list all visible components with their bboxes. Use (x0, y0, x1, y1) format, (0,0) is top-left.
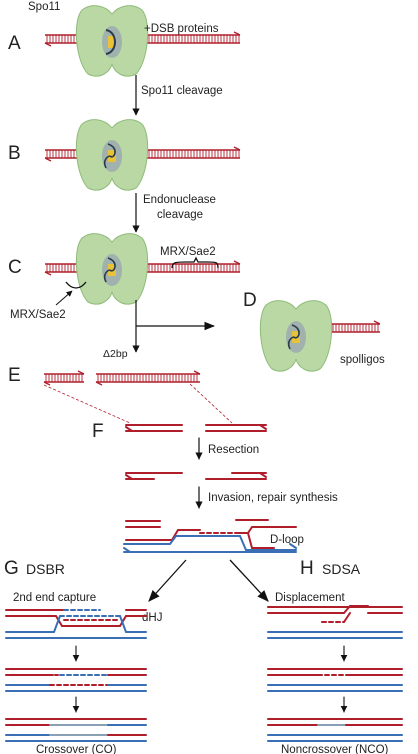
panel-letter-e: E (8, 365, 21, 386)
panel-letter-a: A (8, 33, 21, 54)
dsbr-title: DSBR (26, 561, 65, 577)
sdsa-title: SDSA (322, 561, 361, 577)
noncrossover-label: Noncrossover (NCO) (281, 744, 389, 754)
panel-d: spolligos (259, 300, 385, 372)
dhj-label: dHJ (142, 612, 162, 624)
displacement-label: Displacement (275, 592, 345, 604)
arrow-to-dsbr (148, 559, 187, 602)
mrx-left-bracket (65, 281, 87, 289)
spo11-oligo-complex-d (259, 300, 333, 372)
panel-f (123, 424, 297, 553)
spo11-cleavage-label: Spo11 cleavage (141, 85, 223, 97)
resection-label: Resection (208, 444, 259, 456)
zoom-line-left (43, 384, 131, 424)
dna-ladder (95, 370, 201, 386)
spolligos-label: spolligos (340, 354, 385, 366)
spo11-label: Spo11 (28, 1, 60, 13)
panel-letter-h: H (300, 558, 314, 579)
mrx-sae2-top-label: MRX/Sae2 (160, 246, 216, 258)
panel-g-diagrams (5, 609, 147, 742)
endonuclease-label-1: Endonuclease (143, 194, 216, 206)
mrx-sae2-left-label: MRX/Sae2 (10, 309, 66, 321)
panel-letter-c: C (8, 257, 22, 278)
panel-e: Δ2bp (43, 348, 233, 424)
dna-ladder (43, 370, 85, 386)
panel-letter-f: F (92, 421, 104, 442)
mrx-left-pointer (55, 290, 73, 306)
panel-letter-b: B (8, 143, 21, 164)
delta-2bp-label: Δ2bp (103, 348, 128, 360)
mrx-top-bracket (171, 256, 219, 269)
second-end-capture-label: 2nd end capture (13, 592, 96, 604)
dsb-protein-complex-c (75, 233, 149, 305)
panel-a: Spo11 +DSB proteins (28, 1, 241, 77)
crossover-label: Crossover (CO) (36, 744, 117, 754)
panel-b (44, 119, 241, 191)
endonuclease-label-2: cleavage (157, 209, 203, 221)
d-loop-label: D-loop (270, 534, 304, 546)
arrow-to-sdsa (229, 559, 269, 602)
panel-letter-g: G (4, 558, 19, 579)
panel-h-diagrams (267, 605, 403, 742)
panel-c: MRX/Sae2 MRX/Sae2 (10, 233, 241, 321)
dsb-protein-complex-a (75, 5, 149, 77)
dsb-proteins-label: +DSB proteins (144, 23, 219, 35)
invasion-label: Invasion, repair synthesis (208, 492, 338, 504)
dsb-protein-complex-b (75, 119, 149, 191)
zoom-line-right (189, 383, 233, 424)
panel-letter-d: D (243, 290, 257, 311)
